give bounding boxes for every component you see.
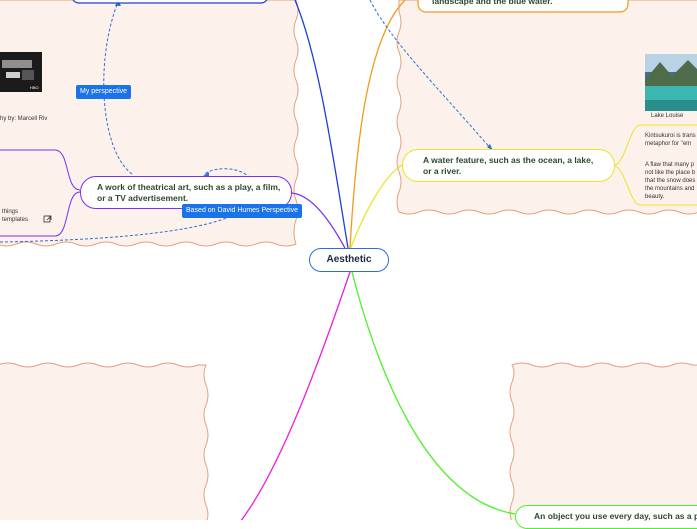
left-bottom-sheet [0,362,209,520]
branch-line-magenta [240,271,351,520]
relationship-line-my-perspective [103,1,133,175]
landscape-node-label: landscape and the blue water. [432,0,553,6]
everyday-object-node[interactable]: An object you use every day, such as a p… [515,505,697,529]
hume-perspective-tag[interactable]: Based on David Humes Perspective [182,204,303,218]
water-feature-label: A water feature, such as the ocean, a la… [423,155,594,176]
top-left-node-fragment[interactable] [72,0,268,4]
central-topic[interactable]: Aesthetic [309,248,389,272]
branch-line-blue [294,0,349,249]
right-bottom-sheet [509,362,697,520]
branch-line-green [351,271,516,515]
purple-subbranch-line [0,149,81,191]
photo-credit: hy by: Marcell Riv [0,116,48,122]
branch-line-yellow [349,164,403,251]
yellow-subbranch-line [613,124,697,166]
theatrical-art-node[interactable]: A work of theatrical art, such as a play… [80,176,292,209]
my-perspective-tag[interactable]: My perspective [76,85,132,99]
central-topic-label: Aesthetic [326,254,372,265]
theatrical-art-label: A work of theatrical art, such as a play… [97,182,281,203]
relationship-line-water [369,0,493,151]
kintsukuroi-note: Kintsukuroi is trans a metaphor for "em [645,133,697,147]
yellow-subbranch-line-2 [613,165,697,206]
lake-louise-photo [645,54,697,111]
external-link-icon[interactable] [43,215,52,223]
left-note-things: things [2,209,19,215]
flaw-note: A flaw that many p not like the place b … [645,162,696,200]
lake-louise-caption: Lake Louise [651,113,684,119]
branch-line-purple [289,192,347,251]
water-feature-node[interactable]: A water feature, such as the ocean, a la… [402,149,615,182]
left-note-templates: templates [2,217,29,223]
everyday-object-label: An object you use every day, such as a p… [534,511,697,521]
movie-thumbnail [0,52,42,92]
purple-subbranch-line-2 [0,191,81,237]
landscape-node-box[interactable] [417,0,629,13]
branch-line-orange [349,0,406,249]
hbo-caption: HBO [30,85,39,90]
